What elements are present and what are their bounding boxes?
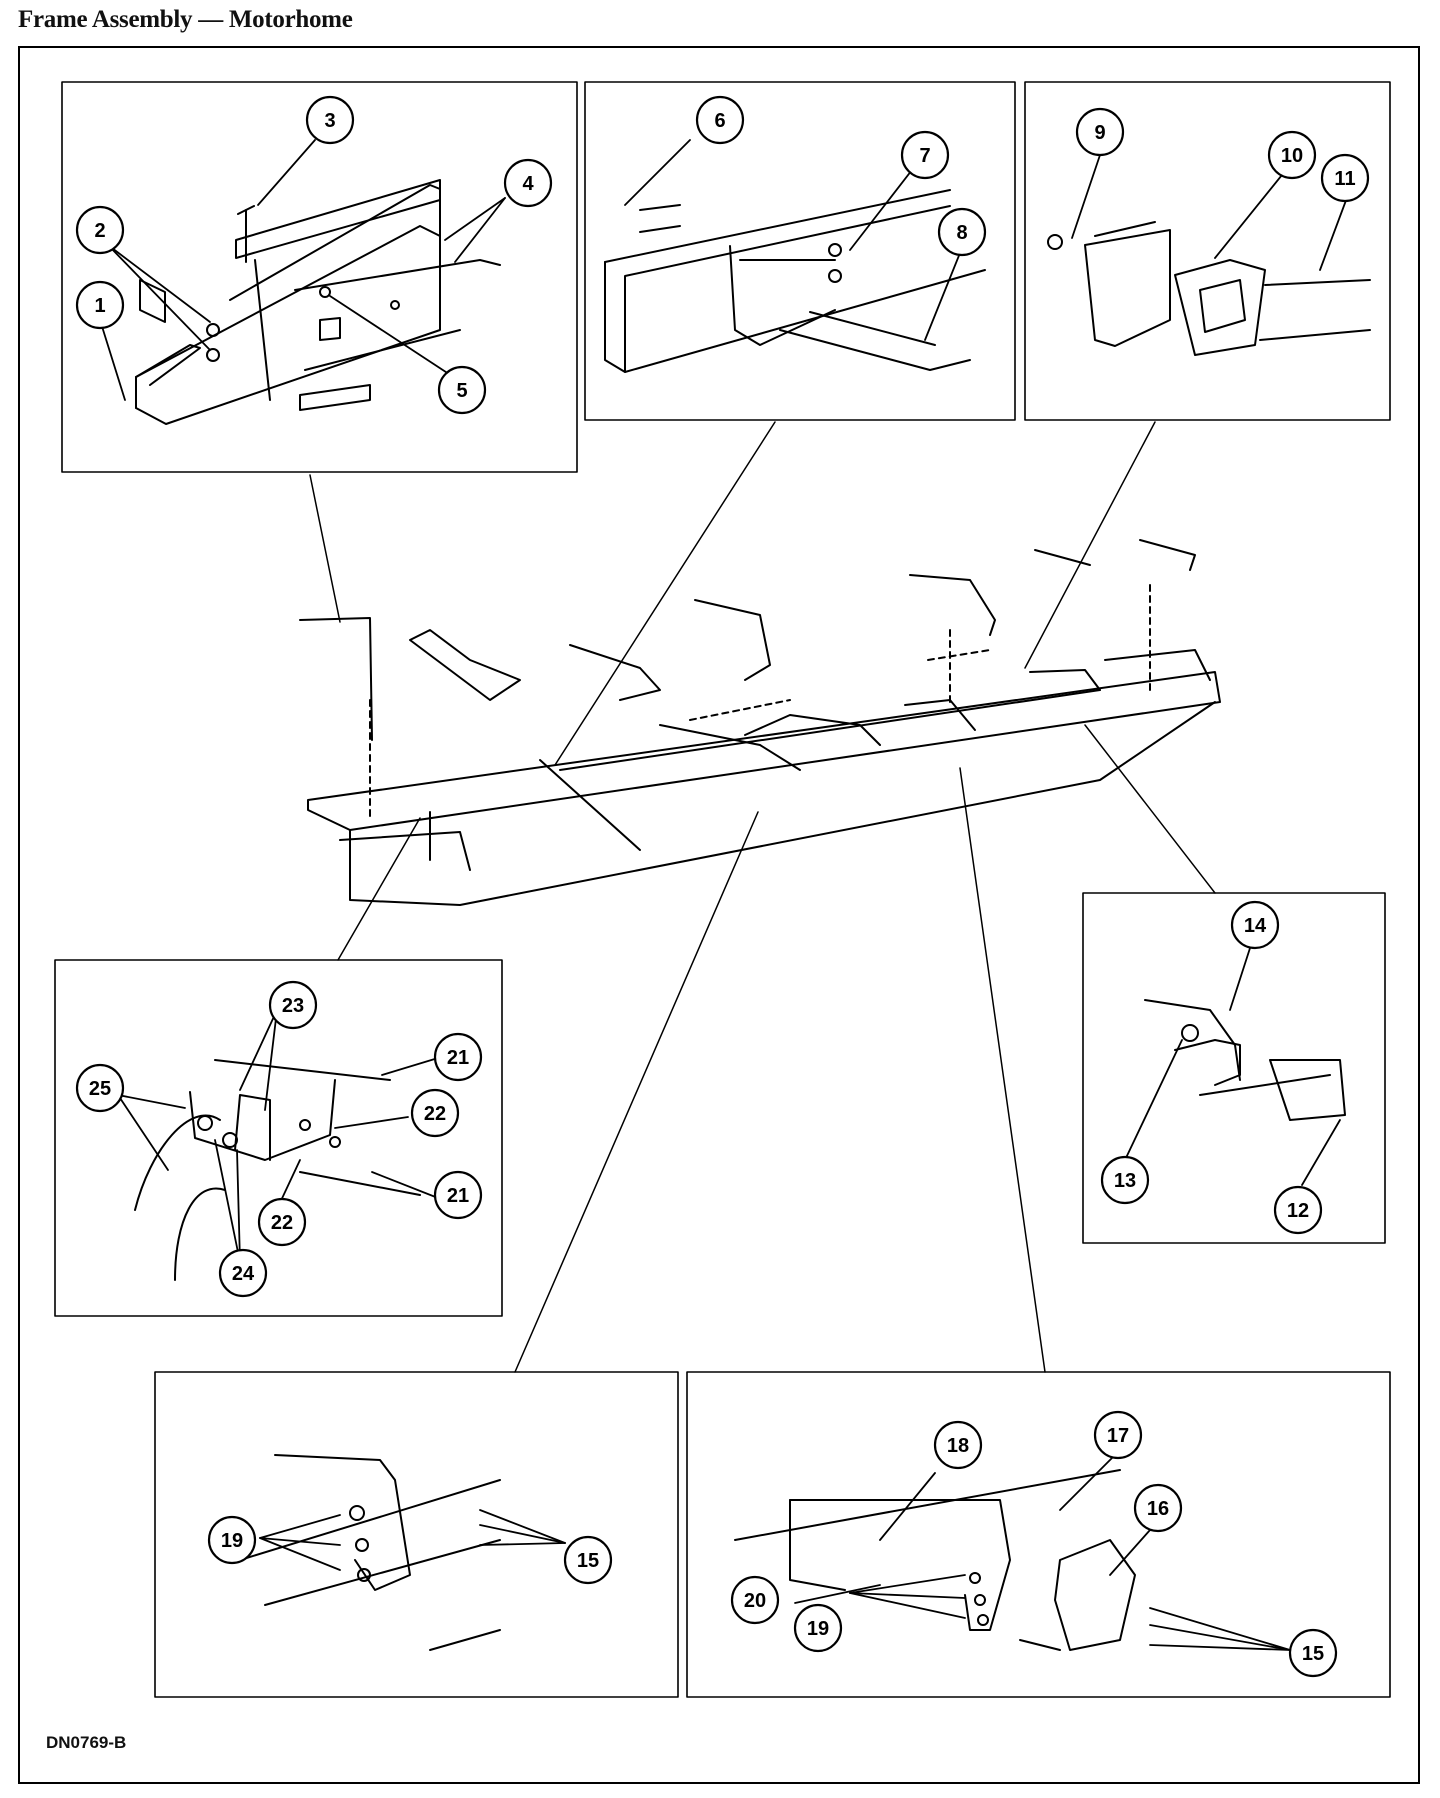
- detail-panel-front-crossmember: [61, 81, 578, 473]
- callout-2: 2: [94, 220, 105, 242]
- detail-panel-rear-bracket: [686, 1371, 1391, 1698]
- callout-1: 1: [94, 295, 105, 317]
- detail-panel-side-rail: [584, 81, 1016, 421]
- callout-3: 3: [324, 110, 335, 132]
- callout-11: 11: [1334, 168, 1355, 190]
- callout-22-right: 22: [424, 1103, 446, 1125]
- callout-16: 16: [1147, 1498, 1169, 1520]
- callout-15-mid: 15: [577, 1550, 599, 1572]
- callout-12: 12: [1287, 1200, 1309, 1222]
- callout-17: 17: [1107, 1425, 1129, 1447]
- callout-5: 5: [456, 380, 467, 402]
- callout-arrows: [99, 139, 1349, 1651]
- callout-14: 14: [1244, 915, 1267, 937]
- callout-25: 25: [89, 1078, 111, 1100]
- callout-9: 9: [1094, 122, 1105, 144]
- detail-panel-rear-crossmember: [1024, 81, 1391, 421]
- callout-19-rear: 19: [807, 1618, 829, 1640]
- callout-19-mid: 19: [221, 1530, 243, 1552]
- document-code: DN0769-B: [46, 1733, 127, 1752]
- callout-balloons: [75, 95, 1370, 1678]
- main-frame-drawing: [299, 539, 1221, 906]
- callout-15-rear: 15: [1302, 1643, 1324, 1665]
- detail-panel-front-bracket: [54, 959, 503, 1317]
- callout-8: 8: [956, 222, 967, 244]
- callout-7: 7: [919, 145, 930, 167]
- outer-frame: [18, 46, 1420, 1784]
- callout-24: 24: [232, 1263, 255, 1285]
- callout-6: 6: [714, 110, 725, 132]
- page-title: Frame Assembly — Motorhome: [18, 6, 353, 33]
- callout-10: 10: [1281, 145, 1303, 167]
- callout-13: 13: [1114, 1170, 1136, 1192]
- callout-18: 18: [947, 1435, 969, 1457]
- callout-23: 23: [282, 995, 304, 1017]
- callout-labels: 3 2 1 4 5 6 7 8 9 10 11 12 13 14 15 15 1…: [89, 110, 1356, 1665]
- callout-4: 4: [522, 173, 534, 195]
- detail-panel-spring-hanger: [1082, 892, 1386, 1244]
- callout-21-bottom: 21: [447, 1185, 469, 1207]
- callout-21-top: 21: [447, 1047, 469, 1069]
- callout-22-bottom: 22: [271, 1212, 293, 1234]
- callout-20: 20: [744, 1590, 766, 1612]
- leader-lines: [309, 421, 1216, 1373]
